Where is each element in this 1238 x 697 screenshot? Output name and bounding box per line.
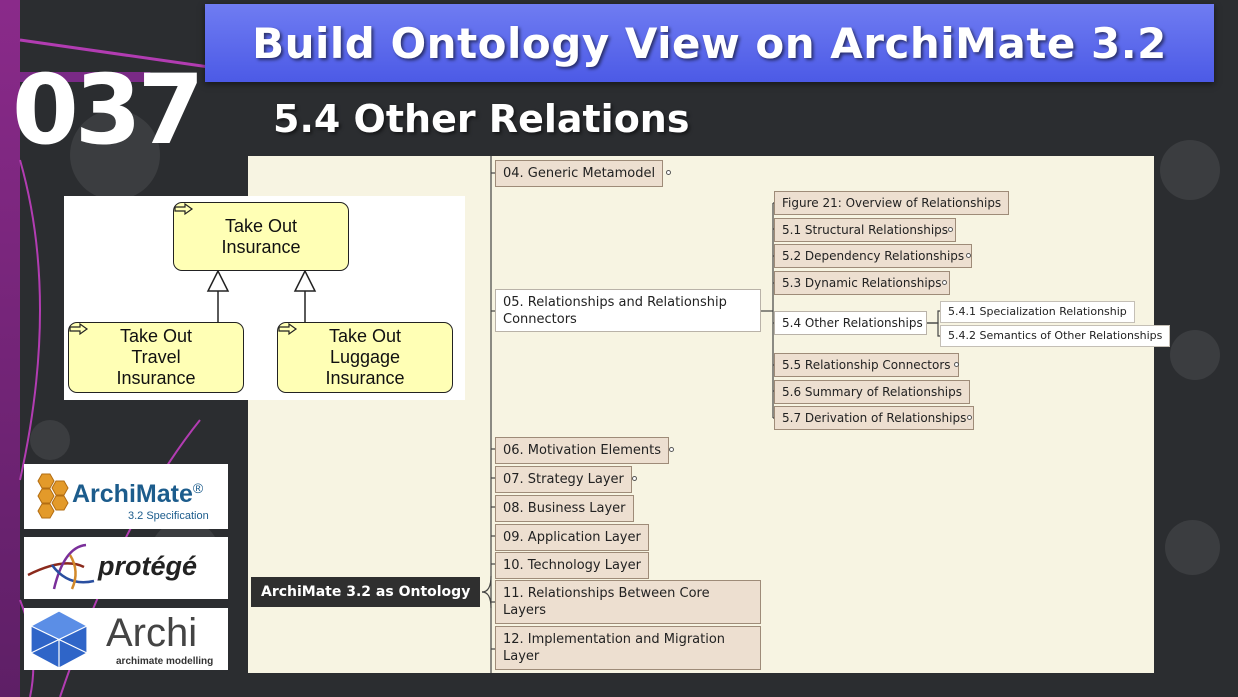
section-fig21-node[interactable]: Figure 21: Overview of Relationships <box>774 191 1010 215</box>
process-arrow-icon <box>278 322 298 336</box>
chapter-07-node[interactable]: 07. Strategy Layer <box>495 466 632 493</box>
protege-logo: protégé <box>24 537 228 599</box>
section-5-6-node[interactable]: 5.6 Summary of Relationships <box>774 380 970 404</box>
process-arrow-icon <box>174 202 194 216</box>
specialization-arrow-icon <box>206 269 317 322</box>
chapter-09-node[interactable]: 09. Application Layer <box>495 524 649 551</box>
archimate-logo: ArchiMate® 3.2 Specification <box>24 464 228 529</box>
chapter-06-node[interactable]: 06. Motivation Elements <box>495 437 669 464</box>
archimate-logo-subtext: 3.2 Specification <box>128 510 209 522</box>
mindmap-connectors <box>481 156 940 673</box>
collapse-dot[interactable] <box>948 227 953 232</box>
collapse-dot[interactable] <box>966 253 971 258</box>
section-5-4-node[interactable]: 5.4 Other Relationships <box>774 311 927 335</box>
protege-swirl-icon <box>27 543 95 590</box>
archi-logo: Archi archimate modelling <box>24 608 228 670</box>
archimate-logo-text: ArchiMate® <box>72 480 204 508</box>
section-5-5-node[interactable]: 5.5 Relationship Connectors <box>774 353 959 377</box>
archi-cube-icon <box>30 610 88 669</box>
element-take-out-luggage-insurance[interactable]: Take Out Luggage Insurance <box>277 322 453 393</box>
element-take-out-insurance[interactable]: Take Out Insurance <box>173 202 349 271</box>
lesson-number: 037 <box>12 54 204 166</box>
collapse-dot[interactable] <box>669 447 674 452</box>
section-5-3-node[interactable]: 5.3 Dynamic Relationships <box>774 271 950 295</box>
archi-logo-text: Archi <box>106 611 198 655</box>
subsection-5-4-2-node[interactable]: 5.4.2 Semantics of Other Relationships <box>940 325 1171 347</box>
collapse-dot[interactable] <box>967 415 972 420</box>
chapter-04-node[interactable]: 04. Generic Metamodel <box>495 160 664 187</box>
element-take-out-travel-insurance[interactable]: Take Out Travel Insurance <box>68 322 244 393</box>
archi-logo-subtext: archimate modelling <box>116 656 214 667</box>
collapse-dot[interactable] <box>954 362 959 367</box>
chapter-10-node[interactable]: 10. Technology Layer <box>495 552 650 579</box>
title-banner: Build Ontology View on ArchiMate 3.2 <box>205 4 1214 82</box>
section-5-7-node[interactable]: 5.7 Derivation of Relationships <box>774 406 975 430</box>
mindmap-root-node[interactable]: ArchiMate 3.2 as Ontology <box>251 577 481 607</box>
collapse-dot[interactable] <box>666 170 671 175</box>
specialization-diagram: Take Out Insurance Take Out Travel Insur… <box>64 196 465 400</box>
collapse-dot[interactable] <box>632 476 637 481</box>
protege-logo-text: protégé <box>98 551 198 581</box>
chapter-11-node[interactable]: 11. Relationships Between Core Layers <box>495 580 761 624</box>
subsection-5-4-1-node[interactable]: 5.4.1 Specialization Relationship <box>940 301 1135 323</box>
chapter-08-node[interactable]: 08. Business Layer <box>495 495 634 522</box>
section-5-1-node[interactable]: 5.1 Structural Relationships <box>774 218 957 242</box>
section-5-2-node[interactable]: 5.2 Dependency Relationships <box>774 244 973 268</box>
left-accent-bar <box>0 0 20 697</box>
section-subtitle: 5.4 Other Relations <box>273 97 690 141</box>
honeycomb-icon <box>37 473 69 519</box>
process-arrow-icon <box>69 322 89 336</box>
chapter-05-node[interactable]: 05. Relationships and Relationship Conne… <box>495 289 761 332</box>
chapter-12-node[interactable]: 12. Implementation and Migration Layer <box>495 626 761 670</box>
collapse-dot[interactable] <box>942 280 947 285</box>
page-title: Build Ontology View on ArchiMate 3.2 <box>252 18 1167 68</box>
